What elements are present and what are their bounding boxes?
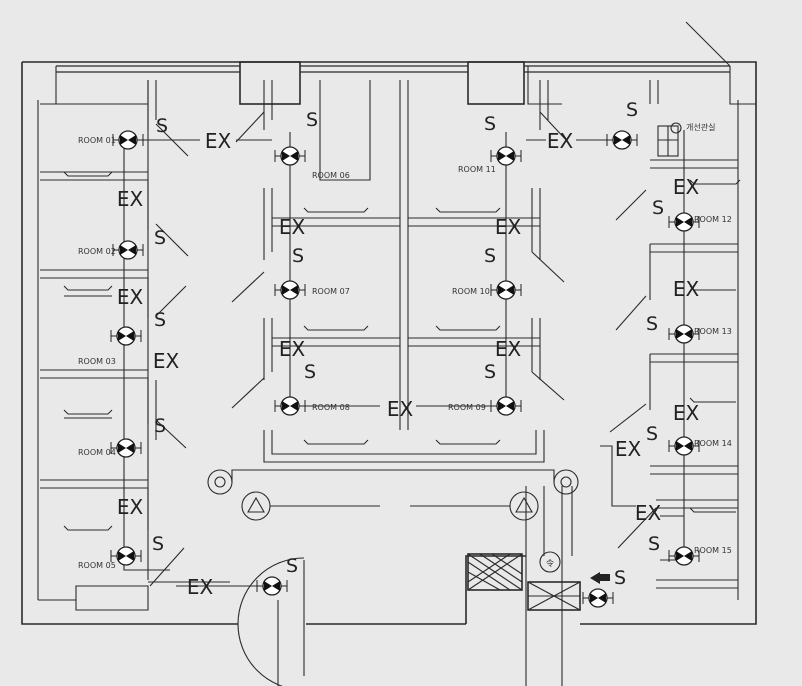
exhaust-label: EX	[495, 337, 522, 361]
fan-symbol-layer	[110, 130, 700, 608]
exhaust-label: EX	[117, 495, 144, 519]
exhaust-label: EX	[635, 501, 662, 525]
supply-label: S	[626, 99, 638, 121]
fan-symbol	[112, 130, 144, 150]
fan-symbol	[606, 130, 638, 150]
supply-label: S	[648, 533, 660, 555]
equipment: 令	[207, 122, 682, 611]
entrance-door	[237, 557, 305, 686]
supply-label: S	[154, 415, 166, 437]
fan-symbol	[668, 324, 700, 344]
top-right-note: 개선관실	[686, 122, 715, 132]
supply-label: S	[484, 245, 496, 267]
room-label: ROOM 13	[694, 327, 732, 336]
room-label: ROOM 03	[78, 357, 116, 366]
supply-label: S	[304, 361, 316, 383]
exhaust-label: EX	[547, 129, 574, 153]
fan-symbol	[274, 396, 306, 416]
exhaust-label: EX	[279, 337, 306, 361]
fan-symbol	[582, 588, 614, 608]
exhaust-label: EX	[673, 401, 700, 425]
room-label: ROOM 06	[312, 171, 350, 180]
fixtures	[63, 171, 741, 531]
room-label: ROOM 15	[694, 546, 732, 555]
room-label: ROOM 01	[78, 136, 116, 145]
exhaust-label: EX	[495, 215, 522, 239]
fan-symbol	[274, 146, 306, 166]
supply-label: S	[154, 309, 166, 331]
room-label: ROOM 02	[78, 247, 116, 256]
room-label: ROOM 04	[78, 448, 116, 457]
supply-label: S	[646, 313, 658, 335]
fan-symbol	[668, 212, 700, 232]
fan-symbol	[490, 146, 522, 166]
supply-label: S	[306, 109, 318, 131]
exhaust-label: EX	[673, 175, 700, 199]
supply-label: S	[484, 113, 496, 135]
fan-symbol	[110, 546, 142, 566]
door-swings	[149, 111, 657, 587]
room-label: ROOM 08	[312, 403, 350, 412]
supply-label: S	[154, 227, 166, 249]
fan-symbol	[274, 280, 306, 300]
exhaust-label: EX	[387, 397, 414, 421]
room-label: ROOM 12	[694, 215, 732, 224]
fan-symbol	[490, 280, 522, 300]
hazard-glyph: 令	[546, 558, 554, 568]
exhaust-label: EX	[615, 437, 642, 461]
exhaust-label: EX	[187, 575, 214, 599]
supply-label: S	[286, 555, 298, 577]
exhaust-label: EX	[279, 215, 306, 239]
outer-walls	[21, 21, 757, 625]
supply-label: S	[484, 361, 496, 383]
fan-symbol	[110, 326, 142, 346]
supply-label: S	[652, 197, 664, 219]
room-label: ROOM 14	[694, 439, 732, 448]
room-label: ROOM 07	[312, 287, 350, 296]
exhaust-label: EX	[117, 187, 144, 211]
fan-symbol	[490, 396, 522, 416]
exhaust-label: EX	[153, 349, 180, 373]
supply-label: S	[646, 423, 658, 445]
room-label: ROOM 11	[458, 165, 496, 174]
fan-symbol	[110, 438, 142, 458]
supply-label: S	[292, 245, 304, 267]
exhaust-label: EX	[673, 277, 700, 301]
fan-symbol	[668, 546, 700, 566]
supply-label: S	[152, 533, 164, 555]
exhaust-label: EX	[205, 129, 232, 153]
fan-symbol	[112, 240, 144, 260]
supply-label: S	[614, 567, 626, 589]
partitions	[40, 80, 738, 611]
supply-label: S	[156, 115, 168, 137]
fan-symbol	[668, 436, 700, 456]
room-label: ROOM 05	[78, 561, 116, 570]
exhaust-label: EX	[117, 285, 144, 309]
fan-symbol	[256, 576, 288, 596]
room-label: ROOM 10	[452, 287, 490, 296]
room-label: ROOM 09	[448, 403, 486, 412]
